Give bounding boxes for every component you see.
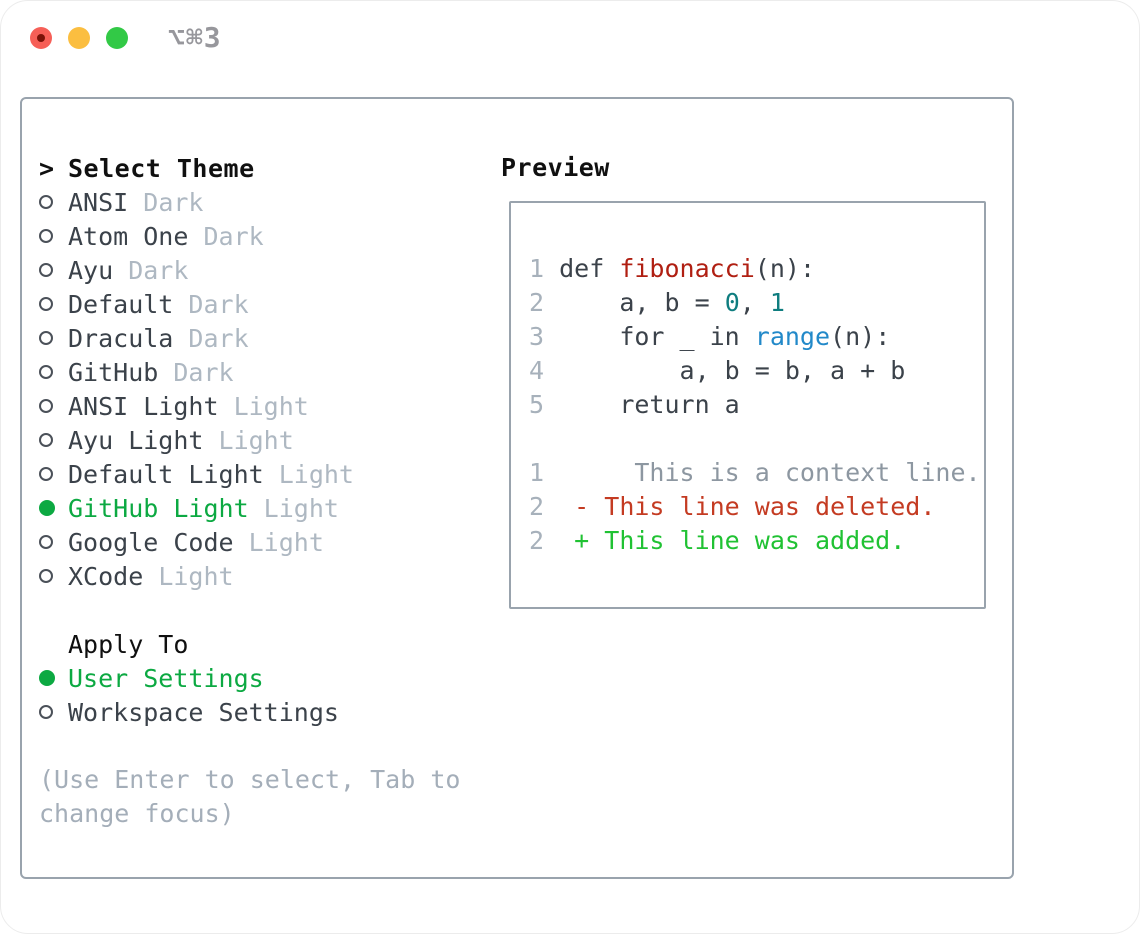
theme-option[interactable]: Ayu Light Light xyxy=(39,423,483,457)
theme-variant-tag: Light xyxy=(248,493,339,523)
code-line: 1 def fibonacci(n): xyxy=(529,254,816,283)
theme-option[interactable]: GitHub Dark xyxy=(39,355,483,389)
radio-unselected-icon xyxy=(39,467,53,481)
theme-name: Atom One xyxy=(68,221,189,251)
theme-variant-tag: Light xyxy=(203,425,294,455)
radio-unselected-icon xyxy=(39,433,53,447)
theme-variant-tag: Dark xyxy=(173,289,249,319)
theme-variant-tag: Dark xyxy=(173,323,249,353)
close-button[interactable] xyxy=(30,27,52,49)
radio-selected-icon xyxy=(39,670,55,686)
focus-arrow-icon: > xyxy=(39,153,55,183)
theme-name: Default Light xyxy=(68,459,264,489)
code-line: 5 return a xyxy=(529,390,740,419)
zoom-button[interactable] xyxy=(106,27,128,49)
apply-to-header: Apply To xyxy=(39,627,483,661)
theme-option[interactable]: Atom One Dark xyxy=(39,219,483,253)
option-name: Workspace Settings xyxy=(68,697,339,727)
theme-option[interactable]: Default Light Light xyxy=(39,457,483,491)
help-text: (Use Enter to select, Tab to change focu… xyxy=(39,765,461,828)
preview-title: Preview xyxy=(501,153,610,182)
radio-unselected-icon xyxy=(39,399,53,413)
preview-column: Preview 1 def fibonacci(n): 2 a, b = 0, 1… xyxy=(501,151,1001,609)
theme-variant-tag: Light xyxy=(233,527,324,557)
radio-selected-icon xyxy=(39,500,55,516)
radio-unselected-icon xyxy=(39,195,53,209)
theme-variant-tag: Light xyxy=(143,561,234,591)
select-theme-header: > Select Theme xyxy=(39,151,483,185)
radio-unselected-icon xyxy=(39,365,53,379)
radio-unselected-icon xyxy=(39,569,53,583)
preview-box: 1 def fibonacci(n): 2 a, b = 0, 1 3 for _ … xyxy=(509,201,986,609)
theme-option[interactable]: GitHub Light Light xyxy=(39,491,483,525)
theme-name: GitHub Light xyxy=(68,493,249,523)
theme-name: ANSI Light xyxy=(68,391,219,421)
theme-name: Ayu xyxy=(68,255,114,285)
code-line: 3 for _ in range(n): xyxy=(529,322,891,351)
theme-option[interactable]: Dracula Dark xyxy=(39,321,483,355)
theme-option[interactable]: XCode Light xyxy=(39,559,483,593)
theme-variant-tag: Dark xyxy=(188,221,264,251)
apply-to-option[interactable]: User Settings xyxy=(39,661,483,695)
code-line: 2 a, b = 0, 1 xyxy=(529,288,785,317)
window-title: ⌥⌘3 xyxy=(168,21,222,54)
option-name: User Settings xyxy=(68,663,264,693)
theme-variant-tag: Dark xyxy=(158,357,234,387)
theme-option[interactable]: Google Code Light xyxy=(39,525,483,559)
theme-variant-tag: Light xyxy=(218,391,309,421)
theme-option[interactable]: ANSI Light Light xyxy=(39,389,483,423)
theme-name: ANSI xyxy=(68,187,129,217)
code-line: 1 This is a context line. xyxy=(529,458,981,487)
theme-variant-tag: Light xyxy=(263,459,354,489)
select-theme-label: Select Theme xyxy=(68,153,255,183)
title-bar: ⌥⌘3 xyxy=(1,1,1139,76)
radio-unselected-icon xyxy=(39,705,53,719)
theme-option[interactable]: Default Dark xyxy=(39,287,483,321)
radio-unselected-icon xyxy=(39,229,53,243)
theme-option[interactable]: Ayu Dark xyxy=(39,253,483,287)
code-line: 2 + This line was added. xyxy=(529,526,906,555)
apply-to-label: Apply To xyxy=(68,629,189,659)
code-line xyxy=(529,422,984,456)
radio-unselected-icon xyxy=(39,331,53,345)
theme-name: Default xyxy=(68,289,174,319)
theme-name: Dracula xyxy=(68,323,174,353)
code-line: 4 a, b = b, a + b xyxy=(529,356,906,385)
close-dot-icon xyxy=(37,34,45,42)
theme-variant-tag: Dark xyxy=(113,255,189,285)
theme-name: Ayu Light xyxy=(68,425,204,455)
radio-unselected-icon xyxy=(39,297,53,311)
theme-name: Google Code xyxy=(68,527,234,557)
theme-variant-tag: Dark xyxy=(128,187,204,217)
theme-name: GitHub xyxy=(68,357,159,387)
theme-name: XCode xyxy=(68,561,144,591)
apply-to-option[interactable]: Workspace Settings xyxy=(39,695,483,729)
theme-option[interactable]: ANSI Dark xyxy=(39,185,483,219)
minimize-button[interactable] xyxy=(68,27,90,49)
code-line: 2 - This line was deleted. xyxy=(529,492,936,521)
radio-unselected-icon xyxy=(39,535,53,549)
radio-unselected-icon xyxy=(39,263,53,277)
